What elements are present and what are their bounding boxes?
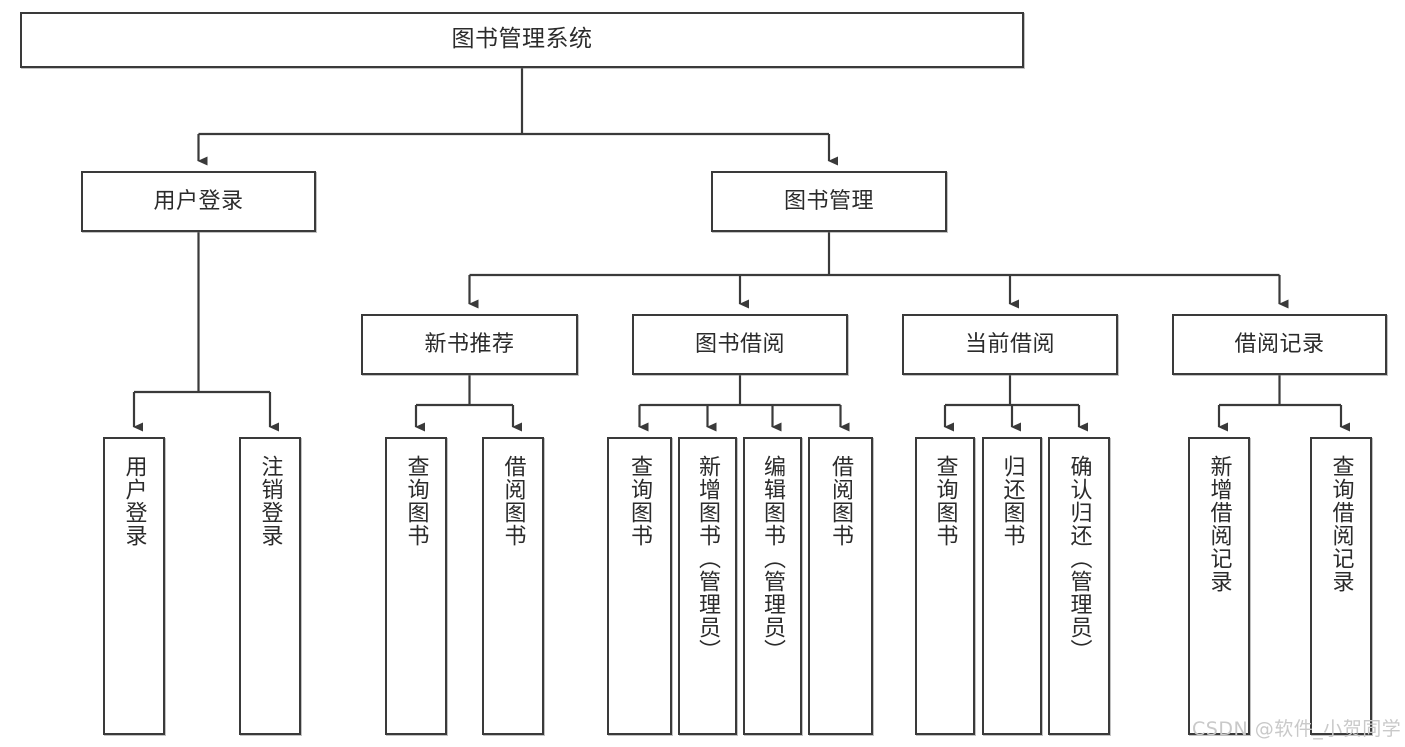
node-label: 用户登录 bbox=[153, 188, 244, 214]
node-label: 当前借阅 bbox=[964, 331, 1055, 357]
leaf-query-book-current[interactable]: 查询图书 bbox=[915, 437, 975, 735]
node-label: 借阅图书 bbox=[828, 455, 854, 547]
node-label: 新书推荐 bbox=[424, 331, 515, 357]
node-label: 借阅记录 bbox=[1234, 331, 1325, 357]
node-label: 查询图书 bbox=[932, 455, 958, 547]
leaf-query-book-recommend[interactable]: 查询图书 bbox=[385, 437, 447, 735]
node-book-manage[interactable]: 图书管理 bbox=[711, 171, 947, 232]
node-user-login[interactable]: 用户登录 bbox=[81, 171, 316, 232]
leaf-add-book-admin[interactable]: 新增图书（管理员） bbox=[678, 437, 737, 735]
watermark-text: CSDN @软件_小贺同学 bbox=[1192, 718, 1402, 740]
node-label: 新增借阅记录 bbox=[1206, 455, 1232, 593]
node-label: 确认归还（管理员） bbox=[1066, 455, 1092, 662]
node-label: 新增图书（管理员） bbox=[695, 455, 721, 662]
node-borrow-record[interactable]: 借阅记录 bbox=[1172, 314, 1387, 375]
node-label: 图书借阅 bbox=[694, 331, 785, 357]
leaf-user-login[interactable]: 用户登录 bbox=[103, 437, 165, 735]
leaf-borrow-book[interactable]: 借阅图书 bbox=[808, 437, 873, 735]
node-label: 查询图书 bbox=[627, 455, 653, 547]
node-book-borrow[interactable]: 图书借阅 bbox=[632, 314, 848, 375]
node-label: 查询图书 bbox=[403, 455, 429, 547]
node-label: 归还图书 bbox=[999, 455, 1025, 547]
node-new-book-recommend[interactable]: 新书推荐 bbox=[361, 314, 578, 375]
leaf-return-book[interactable]: 归还图书 bbox=[982, 437, 1042, 735]
node-label: 编辑图书（管理员） bbox=[760, 455, 786, 662]
leaf-borrow-book-recommend[interactable]: 借阅图书 bbox=[482, 437, 544, 735]
node-label: 图书管理 bbox=[783, 188, 874, 214]
node-root-system[interactable]: 图书管理系统 bbox=[20, 12, 1024, 68]
node-label: 借阅图书 bbox=[500, 455, 526, 547]
leaf-add-borrow-record[interactable]: 新增借阅记录 bbox=[1188, 437, 1250, 735]
node-label: 图书管理系统 bbox=[451, 26, 593, 53]
leaf-logout[interactable]: 注销登录 bbox=[239, 437, 301, 735]
leaf-query-book-borrow[interactable]: 查询图书 bbox=[607, 437, 672, 735]
leaf-query-borrow-record[interactable]: 查询借阅记录 bbox=[1310, 437, 1372, 735]
node-current-borrow[interactable]: 当前借阅 bbox=[902, 314, 1118, 375]
leaf-edit-book-admin[interactable]: 编辑图书（管理员） bbox=[743, 437, 802, 735]
node-label: 注销登录 bbox=[257, 455, 283, 547]
node-label: 用户登录 bbox=[121, 455, 147, 547]
leaf-confirm-return-admin[interactable]: 确认归还（管理员） bbox=[1048, 437, 1110, 735]
node-label: 查询借阅记录 bbox=[1328, 455, 1354, 593]
